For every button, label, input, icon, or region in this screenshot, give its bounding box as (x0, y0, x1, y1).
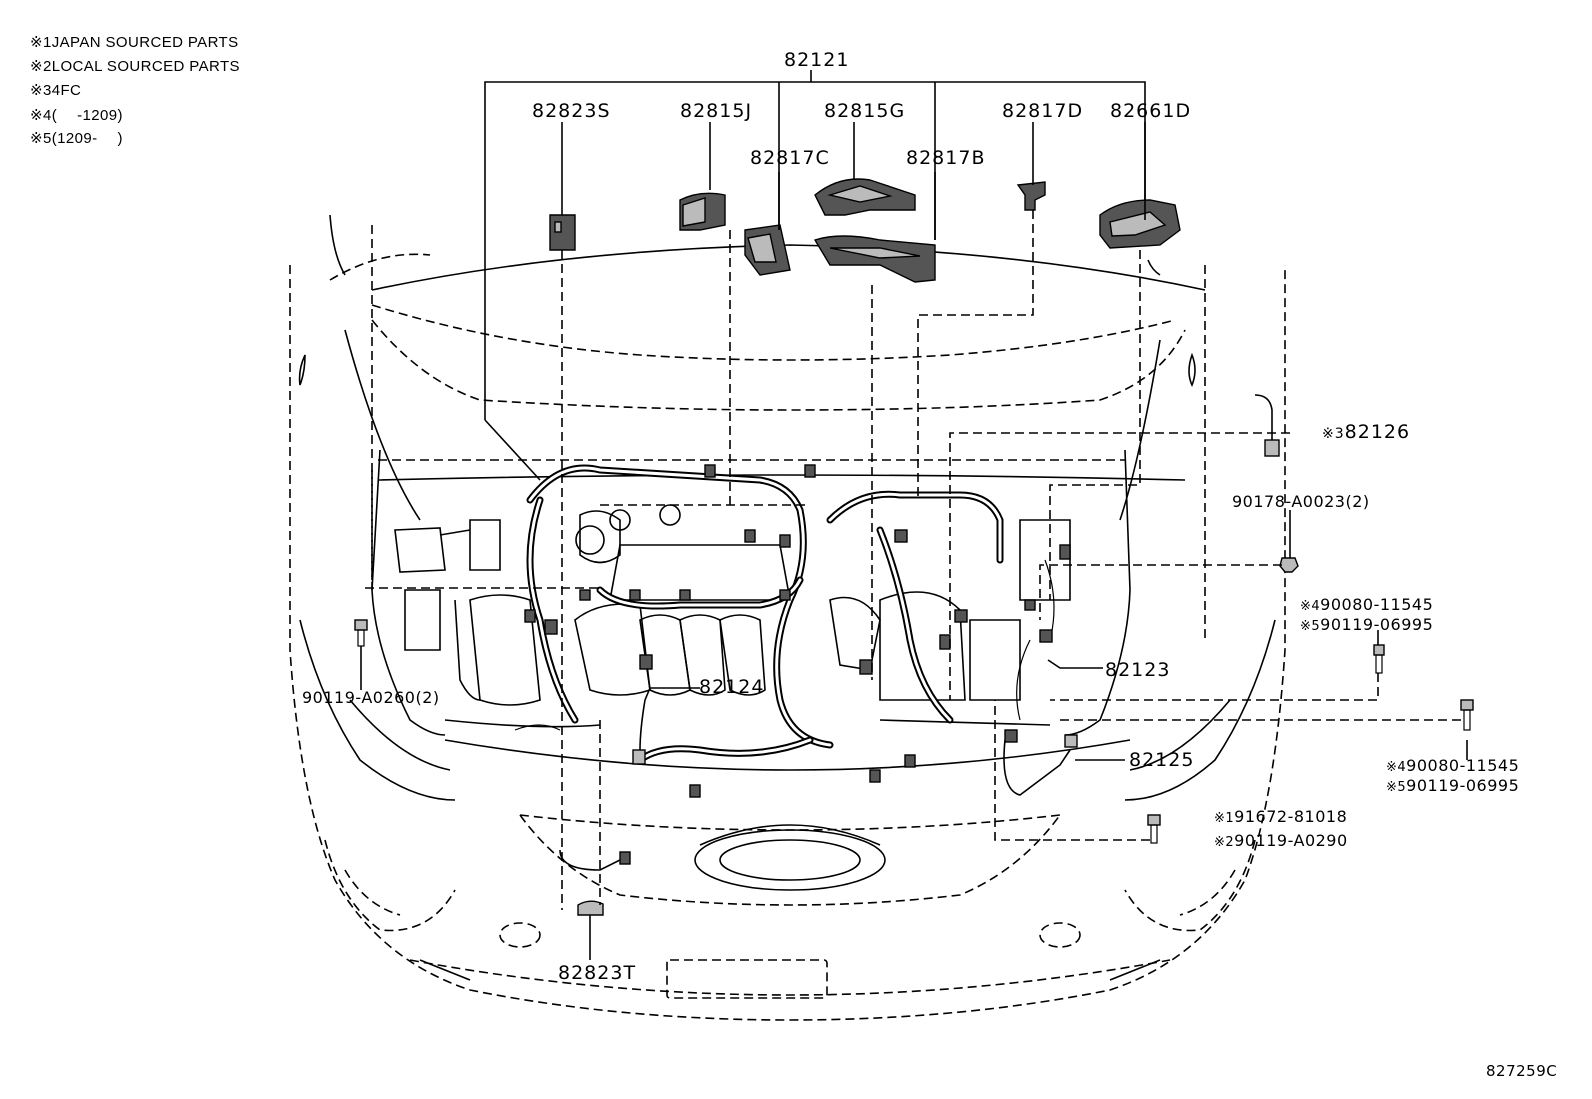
bolt-90178-label[interactable]: 90178-A0023(2) (1232, 492, 1370, 511)
bolt-mid-label-2[interactable]: ※590119-06995 (1300, 615, 1434, 634)
part-82123-label[interactable]: 82123 (1105, 659, 1171, 681)
part-82817D-label[interactable]: 82817D (1002, 100, 1084, 122)
note-3: ※34FC (30, 82, 82, 99)
part-82125-label[interactable]: 82125 (1129, 749, 1195, 771)
part-82124-label[interactable]: 82124 (699, 676, 765, 698)
part-82126-label[interactable]: ※382126 (1322, 421, 1411, 443)
bolt-lower-label-1[interactable]: ※490080-11545 (1386, 756, 1520, 775)
bolt-bottom-label-2[interactable]: ※290119-A0290 (1214, 831, 1348, 850)
part-82661D-label[interactable]: 82661D (1110, 100, 1192, 122)
leader-lines (360, 70, 1468, 960)
small-parts (354, 394, 1474, 916)
part-82121-label[interactable]: 82121 (784, 49, 850, 71)
part-82815J-label[interactable]: 82815J (680, 100, 753, 122)
part-82817C-label[interactable]: 82817C (750, 147, 830, 169)
note-2: ※2LOCAL SOURCED PARTS (30, 58, 240, 75)
diagram-id: 827259C (1486, 1062, 1558, 1080)
bolt-left-label[interactable]: 90119-A0260(2) (302, 688, 440, 707)
hood-outline (289, 214, 1286, 1021)
engine-block (394, 504, 1071, 728)
part-82823S-label[interactable]: 82823S (532, 100, 611, 122)
part-82817B-label[interactable]: 82817B (906, 147, 986, 169)
bolt-lower-label-2[interactable]: ※590119-06995 (1386, 776, 1520, 795)
note-1: ※1JAPAN SOURCED PARTS (30, 34, 239, 51)
wire-harness-main (514, 464, 1055, 764)
part-82823T-label[interactable]: 82823T (558, 962, 637, 984)
note-5: ※5(1209- ) (30, 130, 123, 147)
bolt-bottom-label-1[interactable]: ※191672-81018 (1214, 807, 1348, 826)
bolt-mid-label-1[interactable]: ※490080-11545 (1300, 595, 1434, 614)
note-4: ※4( -1209) (30, 107, 123, 124)
top-parts (549, 178, 1181, 283)
part-82815G-label[interactable]: 82815G (824, 100, 906, 122)
harness-connectors (524, 464, 1071, 798)
